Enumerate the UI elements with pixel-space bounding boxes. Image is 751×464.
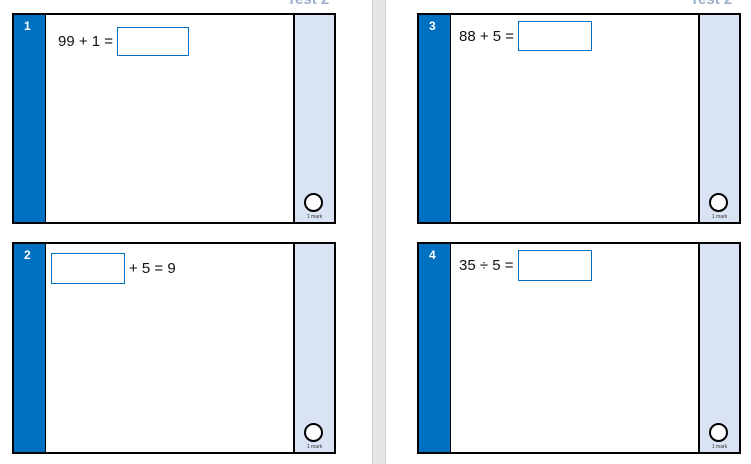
mark-circle-icon [304, 193, 323, 212]
answer-box[interactable] [51, 253, 125, 284]
question-number-bar: 1 [14, 15, 46, 222]
page-header-left: Test 2 [287, 0, 329, 8]
answer-box[interactable] [518, 21, 593, 51]
question-number: 2 [24, 248, 31, 262]
mark-circle-icon [709, 193, 728, 212]
mark-circle-icon [709, 423, 728, 442]
question-number-bar: 2 [14, 244, 46, 452]
question-card-1: 1 99 + 1 = 1 mark [12, 13, 336, 224]
question-number: 1 [24, 19, 31, 33]
question-card-2: 2 + 5 = 9 1 mark [12, 242, 336, 454]
question-number-bar: 4 [419, 244, 451, 452]
question-text: 99 + 1 = [58, 33, 114, 50]
question-text: 35 ÷ 5 = [459, 257, 514, 274]
answer-box[interactable] [517, 250, 592, 281]
mark-column: 1 mark [293, 244, 334, 452]
mark-column: 1 mark [293, 15, 334, 222]
question-card-3: 3 88 + 5 = 1 mark [417, 13, 741, 224]
question-number: 3 [429, 19, 436, 33]
mark-label: 1 mark [711, 444, 728, 450]
question-number-bar: 3 [419, 15, 451, 222]
answer-box[interactable] [117, 27, 190, 56]
page-gutter [372, 0, 386, 464]
question-card-4: 4 35 ÷ 5 = 1 mark [417, 242, 741, 454]
mark-label: 1 mark [711, 214, 728, 220]
mark-circle-icon [304, 423, 323, 442]
mark-label: 1 mark [306, 444, 323, 450]
question-number: 4 [429, 248, 436, 262]
mark-label: 1 mark [306, 214, 323, 220]
mark-column: 1 mark [698, 15, 739, 222]
mark-column: 1 mark [698, 244, 739, 452]
page-header-right: Test 2 [690, 0, 732, 8]
question-text: 88 + 5 = [459, 27, 515, 45]
question-text: + 5 = 9 [129, 260, 176, 277]
